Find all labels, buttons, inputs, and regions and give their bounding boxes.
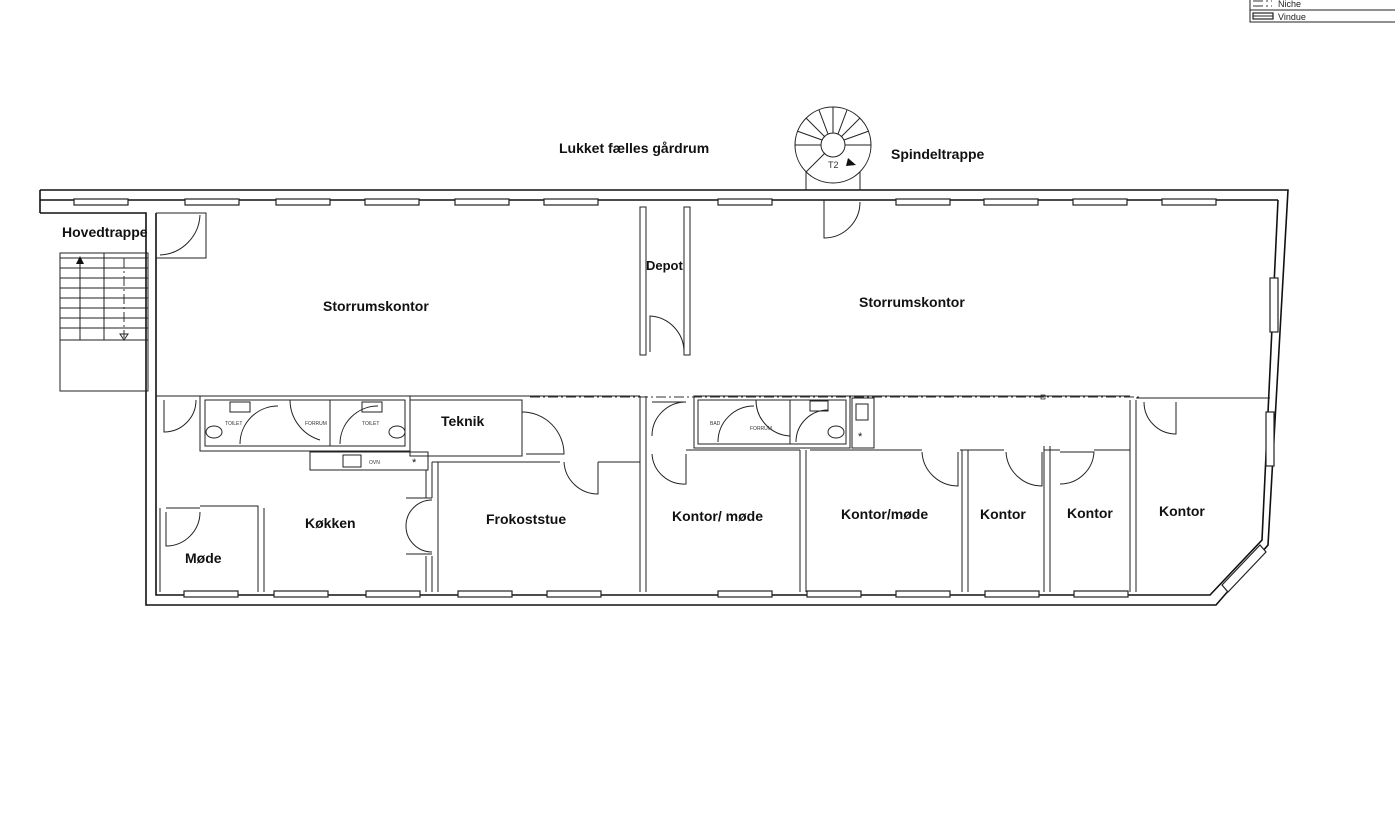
- spiral-staircase: T2: [794, 106, 872, 239]
- bath-label: BAD: [710, 421, 721, 427]
- spiral-stair-tag: T2: [828, 160, 839, 170]
- legend-niche-label: Niche: [1278, 0, 1301, 9]
- main-stair-label: Hovedtrappe: [62, 224, 148, 240]
- spiral-stair-label: Spindeltrappe: [891, 146, 985, 162]
- svg-text:*: *: [858, 431, 863, 443]
- office-meeting-2-label: Kontor/møde: [841, 506, 928, 522]
- legend-niche-symbol: [1253, 0, 1272, 7]
- courtyard-label: Lukket fælles gårdrum: [559, 140, 709, 156]
- corridor-1-label: FORRUM: [305, 421, 327, 427]
- meeting-label: Møde: [185, 550, 222, 566]
- svg-text:*: *: [412, 457, 417, 469]
- corridor-2-label: FORRUM: [750, 426, 772, 432]
- windows-right: [1221, 277, 1279, 593]
- interior-walls: TOILET FORRUM TOILET OVN *: [156, 395, 1270, 592]
- windows-bottom: [183, 590, 1129, 598]
- office-3-label: Kontor: [1159, 503, 1205, 519]
- legend-window-symbol: [1252, 12, 1274, 20]
- open-office-left-label: Storrumskontor: [323, 298, 429, 314]
- open-office-right-label: Storrumskontor: [859, 294, 965, 310]
- toilet-2-label: TOILET: [362, 421, 379, 427]
- main-staircase: [59, 212, 207, 392]
- ceiling-line: [530, 394, 1140, 400]
- depot-room: [639, 206, 691, 356]
- legend-window-label: Vindue: [1278, 12, 1306, 22]
- depot-label: Depot: [646, 258, 684, 273]
- room-labels: Lukket fælles gårdrum Spindeltrappe Hove…: [62, 140, 1205, 566]
- office-2-label: Kontor: [1067, 505, 1113, 521]
- kitchen-label: Køkken: [305, 515, 356, 531]
- lunch-room-label: Frokoststue: [486, 511, 566, 527]
- office-meeting-1-label: Kontor/ møde: [672, 508, 763, 524]
- legend: Niche Vindue: [1249, 0, 1395, 23]
- oven-label: OVN: [369, 460, 380, 466]
- office-1-label: Kontor: [980, 506, 1026, 522]
- technical-label: Teknik: [441, 413, 485, 429]
- windows-top: [73, 198, 1217, 206]
- toilet-1-label: TOILET: [225, 421, 242, 427]
